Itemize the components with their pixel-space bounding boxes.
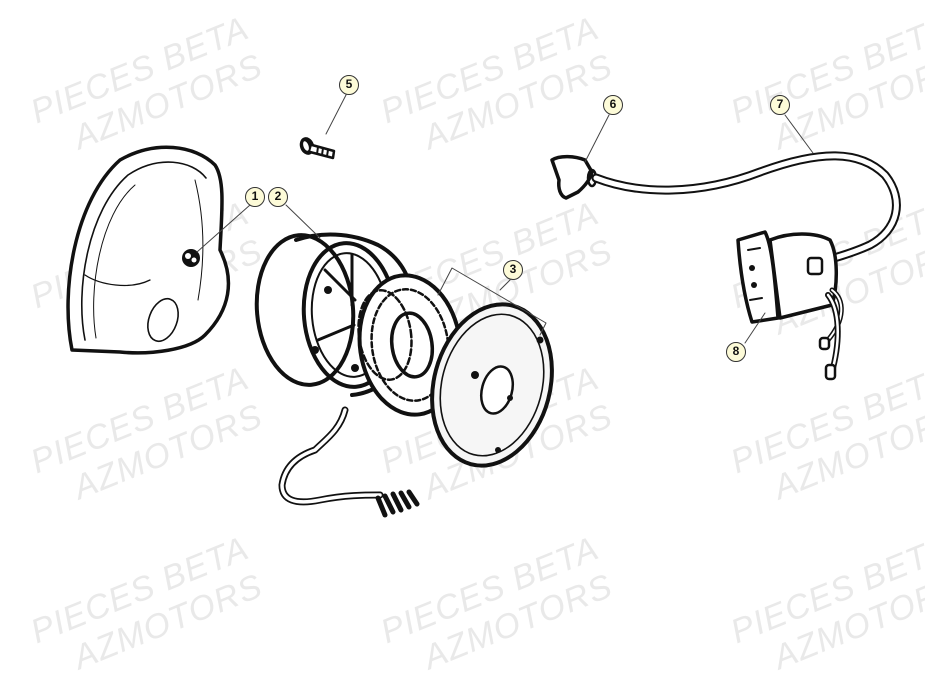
spark-plug-cap-part[interactable] (550, 154, 598, 200)
stator-wire-harness[interactable] (278, 406, 420, 518)
leader-line-5 (325, 94, 347, 135)
leader-line-6 (584, 114, 610, 163)
engine-cover[interactable] (66, 145, 231, 355)
callout-6[interactable]: 6 (603, 95, 623, 115)
bracket-line-3 (437, 267, 547, 336)
callout-7[interactable]: 7 (770, 95, 790, 115)
nut-part[interactable] (182, 249, 200, 267)
stator-plate-part[interactable] (415, 291, 569, 479)
screw-part[interactable] (297, 135, 336, 160)
callout-3[interactable]: 3 (503, 260, 523, 280)
ht-lead-part[interactable] (591, 151, 901, 267)
callout-1[interactable]: 1 (245, 187, 265, 207)
leader-line-3 (499, 279, 511, 291)
callout-8[interactable]: 8 (726, 342, 746, 362)
ignition-coil-part[interactable] (736, 230, 844, 381)
leader-line-8 (744, 312, 766, 344)
leader-line-1 (196, 204, 251, 253)
leader-line-2 (285, 204, 321, 239)
callout-2[interactable]: 2 (268, 187, 288, 207)
callout-5[interactable]: 5 (339, 75, 359, 95)
leader-line-7 (784, 114, 814, 154)
